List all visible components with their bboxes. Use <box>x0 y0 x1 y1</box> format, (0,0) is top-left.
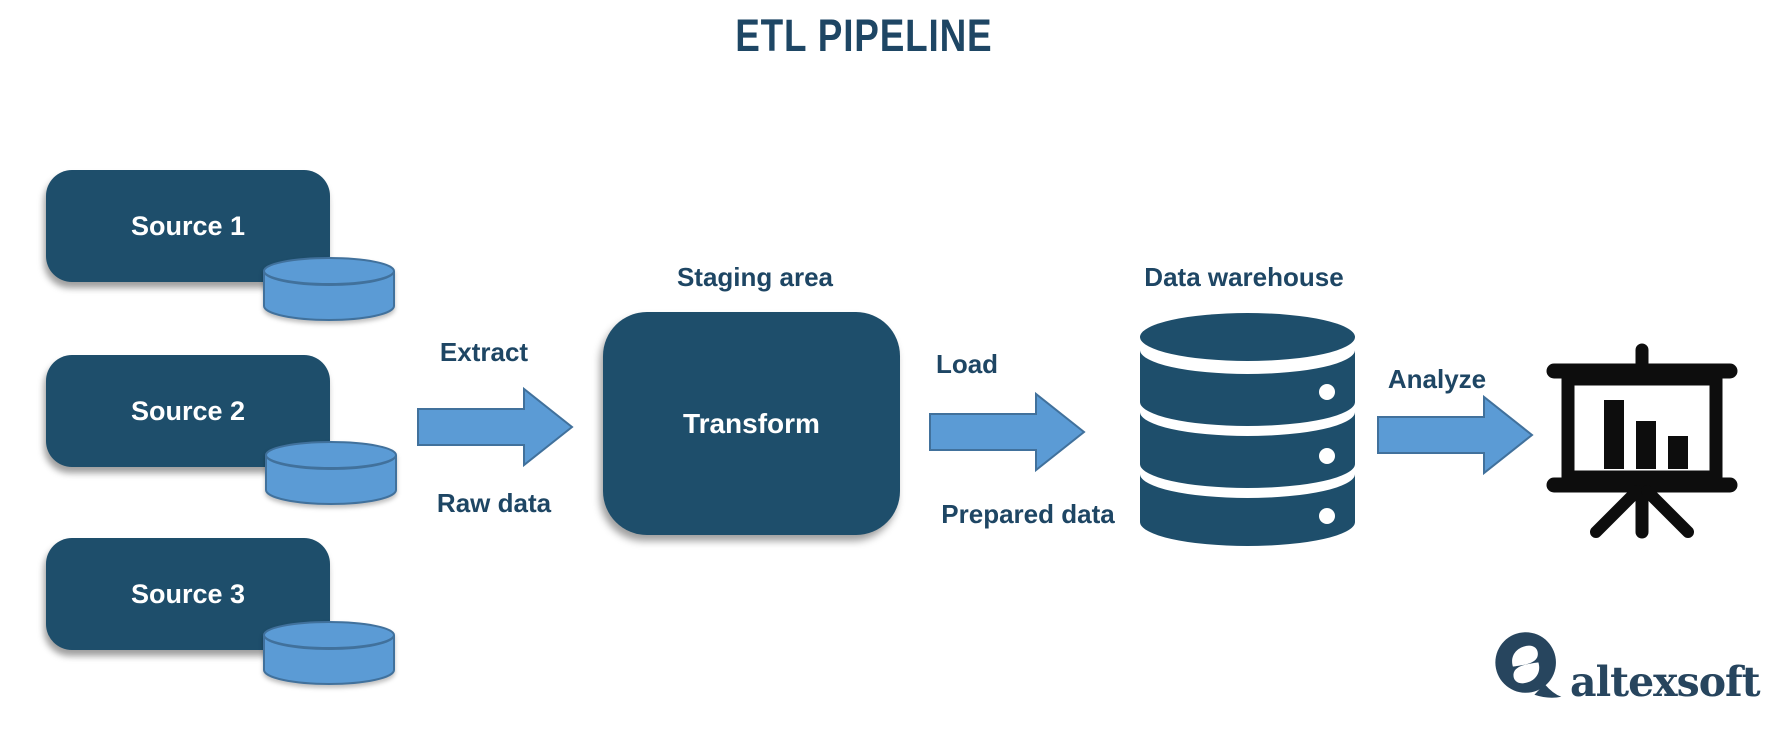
source-1-label: Source 1 <box>130 210 246 241</box>
arrow-right-icon <box>1377 394 1534 476</box>
prepared-data-label: Prepared data <box>941 499 1115 529</box>
brand-wordmark: altexsoft <box>1570 658 1761 706</box>
transform-box: Transform <box>603 312 900 535</box>
load-label: Load <box>935 349 999 379</box>
analyze-label: Analyze <box>1387 364 1487 394</box>
transform-label: Transform <box>683 407 820 439</box>
database-cylinder-icon <box>263 257 395 321</box>
source-1-box: Source 1 <box>46 170 330 282</box>
database-cylinder-icon <box>265 441 397 505</box>
presentation-bar-chart-icon <box>1546 343 1738 539</box>
extract-label: Extract <box>439 337 529 367</box>
raw-data-label: Raw data <box>436 488 552 518</box>
arrow-right-icon <box>929 391 1086 473</box>
data-warehouse-caption: Data warehouse <box>1144 262 1344 292</box>
staging-area-caption: Staging area <box>676 262 834 292</box>
source-3-label: Source 3 <box>130 578 246 609</box>
database-stack-icon <box>1140 313 1355 546</box>
source-2-label: Source 2 <box>130 395 246 426</box>
arrow-right-icon <box>417 386 574 468</box>
page-title: ETL PIPELINE <box>735 10 993 61</box>
database-cylinder-icon <box>263 621 395 685</box>
altexsoft-logo-icon <box>1495 632 1562 698</box>
